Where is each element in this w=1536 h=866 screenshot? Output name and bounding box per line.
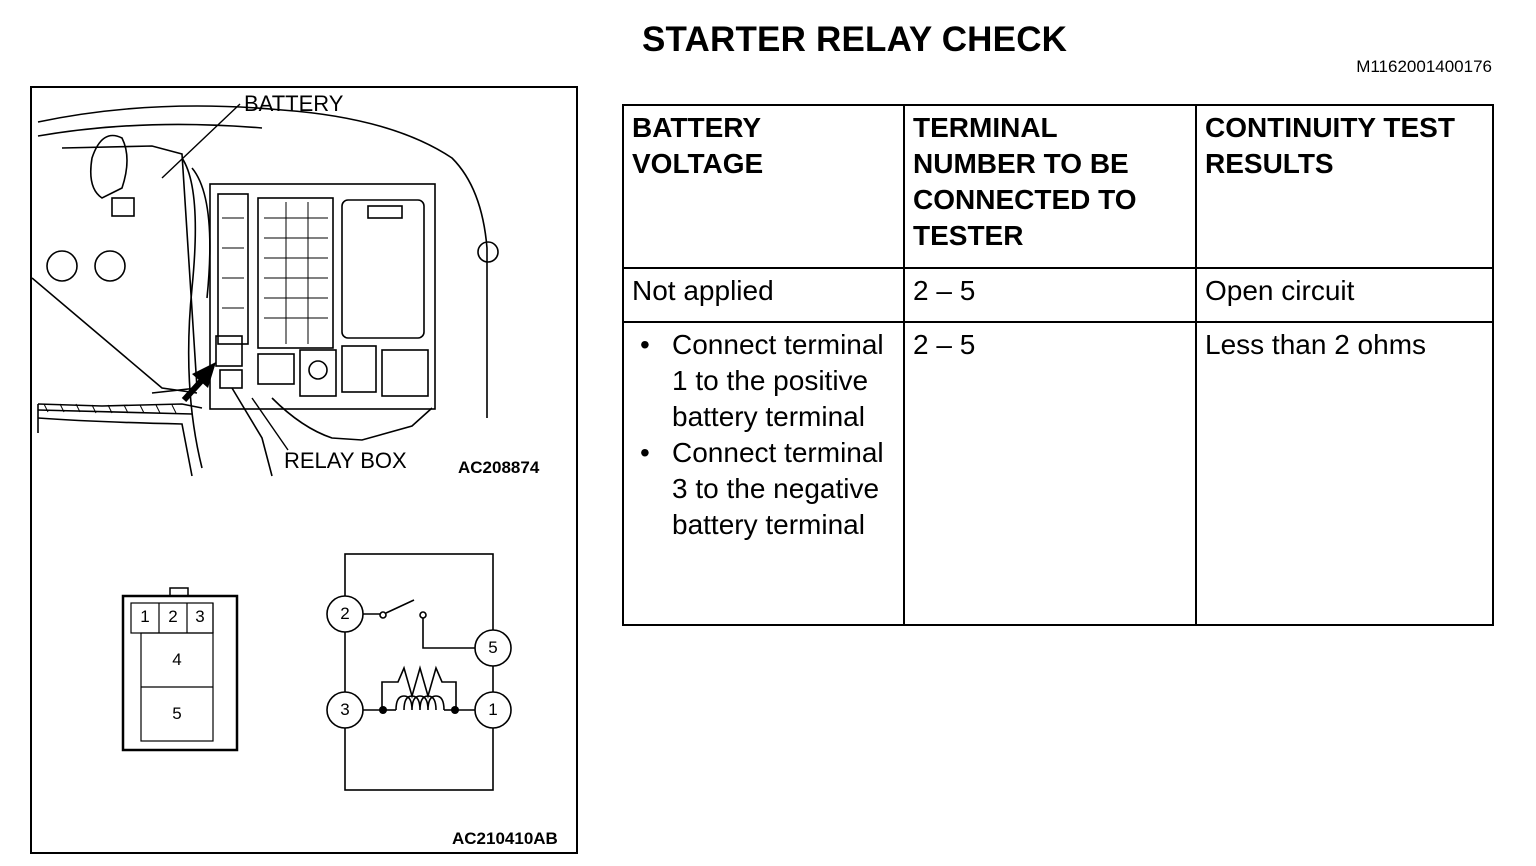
page-title: STARTER RELAY CHECK [642, 20, 1068, 59]
connector-pin-1: 1 [140, 607, 150, 626]
relay-location-arrow [181, 362, 216, 403]
cell-terminals: 2 – 5 [903, 321, 1197, 626]
relay-box-callout: RELAY BOX [284, 448, 407, 473]
battery-leader-line [161, 103, 241, 179]
figure-code: AC210410AB [452, 829, 558, 848]
cell-result: Less than 2 ohms [1195, 321, 1494, 626]
schematic-terminal-1: 1 [488, 700, 498, 719]
header-continuity-result: CONTINUITY TEST RESULTS [1195, 104, 1494, 269]
relay-connector-outline [121, 587, 239, 752]
connector-pin-3: 3 [195, 607, 205, 626]
voltage-step: Connect terminal 3 to the negative batte… [640, 435, 895, 543]
relay-location-figure: BATTERY RELAY BOX AC208874 AC210410AB 1 … [30, 86, 578, 854]
schematic-terminal-3: 3 [340, 700, 350, 719]
table-row: Connect terminal 1 to the positive batte… [622, 321, 1494, 626]
hatch-marks [43, 403, 177, 414]
connector-pin-5: 5 [172, 704, 182, 723]
cell-result: Open circuit [1195, 267, 1494, 323]
cell-terminals: 2 – 5 [903, 267, 1197, 323]
relay-box-fuse-grid [222, 202, 328, 344]
connector-pin-4: 4 [172, 650, 182, 669]
relay-check-table: BATTERY VOLTAGE TERMINAL NUMBER TO BE CO… [622, 104, 1494, 626]
cell-battery-voltage: Not applied [622, 267, 905, 323]
relay-figure-drawing [32, 103, 576, 791]
schematic-terminal-5: 5 [488, 638, 498, 657]
connector-pin-2: 2 [168, 607, 178, 626]
engine-compartment-photo [32, 105, 499, 477]
relay-schematic [326, 553, 512, 791]
coil-junction-dot [379, 706, 387, 714]
cell-battery-voltage: Connect terminal 1 to the positive batte… [622, 321, 905, 626]
coil-junction-dot [451, 706, 459, 714]
voltage-step: Connect terminal 1 to the positive batte… [640, 327, 895, 435]
relay-box-leader-line [251, 397, 289, 451]
header-battery-voltage: BATTERY VOLTAGE [622, 104, 905, 269]
document-id: M1162001400176 [1356, 57, 1492, 76]
battery-callout: BATTERY [244, 91, 344, 116]
header-terminal-number: TERMINAL NUMBER TO BE CONNECTED TO TESTE… [903, 104, 1197, 269]
table-row: Not applied 2 – 5 Open circuit [622, 267, 1494, 323]
table-header-row: BATTERY VOLTAGE TERMINAL NUMBER TO BE CO… [622, 104, 1494, 269]
schematic-terminal-2: 2 [340, 604, 350, 623]
photo-code: AC208874 [458, 458, 540, 477]
voltage-steps-list: Connect terminal 1 to the positive batte… [632, 327, 895, 543]
